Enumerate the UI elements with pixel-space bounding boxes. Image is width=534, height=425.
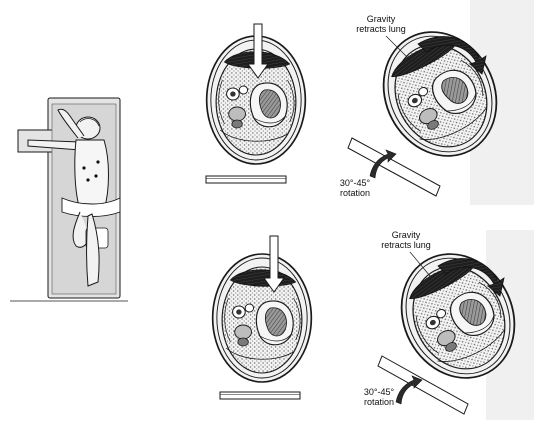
label-line: rotation [330, 188, 380, 198]
label-gravity-retracts-lung-top: Gravity retracts lung [345, 14, 417, 34]
label-line: 30°-45° [330, 178, 380, 188]
cross-section-supine-bottom [213, 236, 312, 399]
label-line: Gravity [370, 230, 442, 240]
label-line: Gravity [345, 14, 417, 24]
label-gravity-retracts-lung-bottom: Gravity retracts lung [370, 230, 442, 250]
label-rotation-top: 30°-45° rotation [330, 178, 380, 198]
label-rotation-bottom: 30°-45° rotation [354, 387, 404, 407]
label-line: 30°-45° [354, 387, 404, 397]
patient-positioning-figure [10, 98, 128, 301]
cross-section-supine-top [206, 24, 305, 183]
label-line: rotation [354, 397, 404, 407]
label-line: retracts lung [345, 24, 417, 34]
label-line: retracts lung [370, 240, 442, 250]
